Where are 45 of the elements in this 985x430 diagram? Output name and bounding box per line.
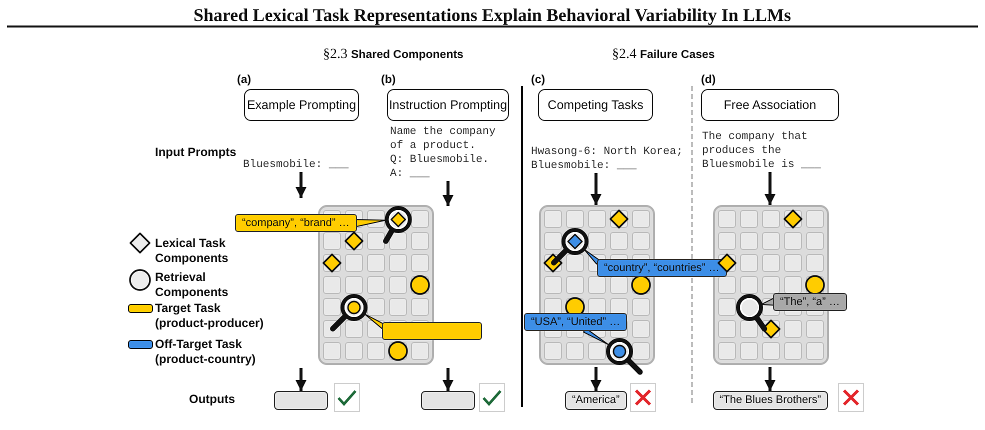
title: Shared Lexical Task Representations Explain Behavioral Variability In LLMs [194, 4, 791, 26]
arrow [296, 368, 306, 391]
arrow [442, 181, 454, 206]
callout: “country”, “countries” … [597, 259, 727, 277]
row-label: Input Prompts [155, 145, 236, 160]
prompt-text: Name the company of a product. Q: Bluesmobile. A: ___ [390, 125, 496, 181]
method-box: Instruction Prompting [387, 89, 509, 121]
magnifier-icon [606, 338, 642, 374]
output-box: “America” [565, 391, 627, 410]
method-box: Competing Tasks [538, 89, 653, 121]
arrow [590, 173, 602, 205]
magnifier-icon [550, 228, 588, 265]
panel-letter: (a) [237, 73, 252, 87]
prompt-text: Bluesmobile: ___ [243, 158, 349, 172]
callout-pointer [354, 219, 386, 228]
legend-label: Retrieval Components [155, 270, 230, 299]
callout-pointer [584, 248, 600, 264]
arrow [590, 367, 602, 391]
section-heading: §2.3 Shared Components [323, 46, 464, 64]
callout-pointer [760, 298, 776, 306]
component-grid [713, 205, 829, 365]
section-heading: §2.4 Failure Cases [612, 46, 715, 64]
output-box: “The Blues Brothers” [712, 391, 828, 410]
arrow [764, 367, 776, 391]
arrow [764, 172, 776, 205]
arrow [442, 368, 454, 391]
callout-pointer [364, 313, 386, 329]
magnifier-icon [382, 206, 412, 244]
magnifier-icon [736, 294, 767, 332]
output-box [274, 391, 328, 410]
prompt-text: The company that produces the Bluesmobile is ___ [702, 130, 821, 172]
panel-letter: (b) [381, 73, 396, 87]
panel-letter: (c) [531, 73, 546, 87]
arrow [296, 172, 306, 198]
magnifier-icon [330, 294, 368, 331]
callout: “The”, “a” … [773, 293, 847, 311]
prompt-text: Hwasong-6: North Korea; Bluesmobile: ___ [531, 145, 683, 173]
legend-label: Lexical Task Components [155, 236, 230, 265]
output-box [421, 391, 475, 410]
method-box: Example Prompting [244, 89, 359, 121]
panel-letter: (d) [701, 73, 716, 87]
method-box: Free Association [701, 89, 839, 121]
legend-label: Target Task (product-producer) [155, 301, 265, 330]
row-label: Outputs [189, 392, 235, 407]
legend-label: Off-Target Task (product-country) [155, 337, 257, 366]
